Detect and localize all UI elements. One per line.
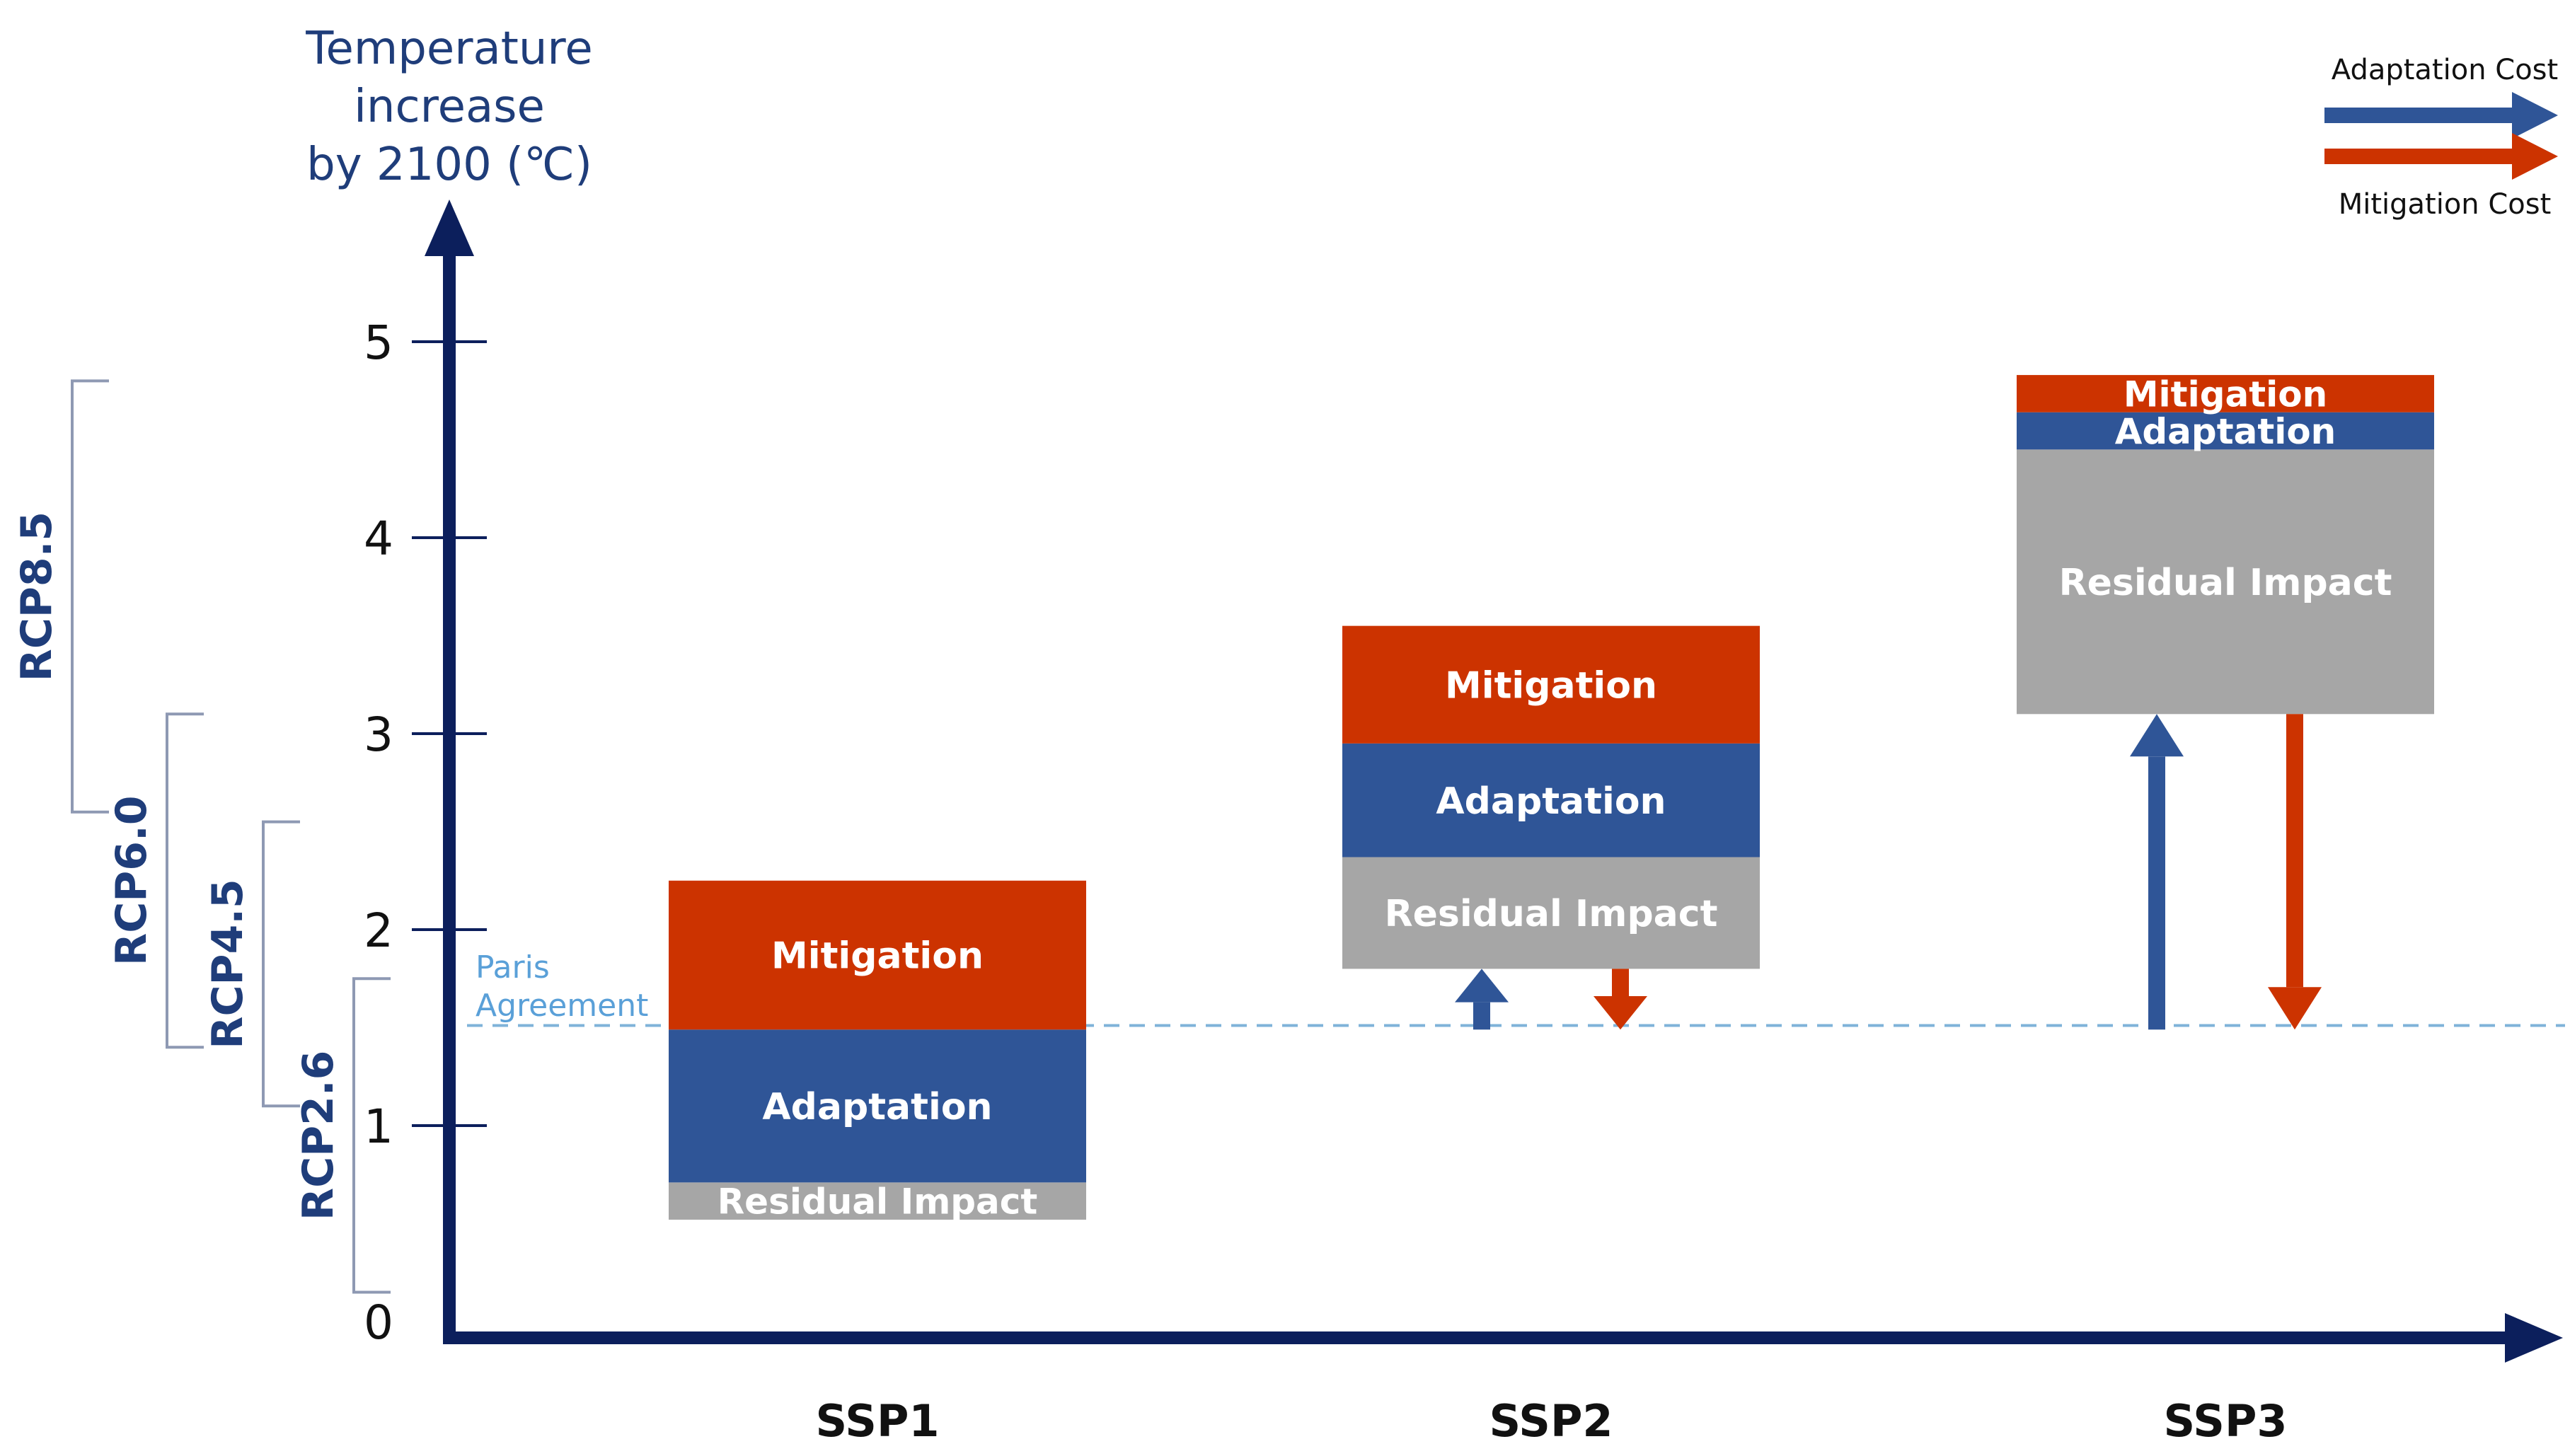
legend-adaptation-cost-label: Adaptation Cost	[2332, 54, 2558, 86]
paris-agreement-label-line-2: Agreement	[476, 988, 648, 1024]
y-tick-label: 5	[364, 316, 393, 370]
adaptation-label: Adaptation	[762, 1086, 992, 1128]
rcp-bracket	[262, 820, 300, 1108]
y-tick-label: 1	[364, 1099, 393, 1154]
y-tick-label: 4	[364, 512, 393, 566]
adaptation-segment	[669, 1029, 1086, 1183]
adaptation-cost-arrow-shaft	[2148, 756, 2165, 1030]
residual-impact-label: Residual Impact	[2059, 562, 2392, 604]
rcp-bracket	[166, 712, 204, 1049]
y-axis-arrowhead	[425, 200, 474, 256]
mitigation-segment	[669, 880, 1086, 1030]
adaptation-segment	[1342, 743, 1760, 857]
legend-mitigation-cost-arrow	[2324, 149, 2516, 164]
x-axis-categories: SSP1 SSP2 SSP3	[815, 1395, 2287, 1447]
category-label: SSP2	[1489, 1395, 1613, 1447]
adaptation-label: Adaptation	[2115, 411, 2336, 452]
y-axis-title-line-2: increase	[354, 81, 545, 133]
residual-impact-segment	[669, 1182, 1086, 1220]
rcp-label: RCP8.5	[12, 512, 62, 682]
rcp-label: RCP4.5	[203, 879, 253, 1049]
legend-adaptation-cost-arrowhead	[2512, 92, 2558, 139]
category-label: SSP1	[815, 1395, 939, 1447]
paris-agreement-label-line-1: Paris	[476, 949, 550, 986]
rcp-bracket	[71, 379, 109, 814]
axes	[425, 200, 2563, 1363]
mitigation-cost-arrowhead	[1594, 996, 1647, 1030]
rcp-label: RCP2.6	[294, 1051, 343, 1221]
legend-adaptation-cost-arrow	[2324, 108, 2516, 123]
mitigation-segment	[1342, 625, 1760, 744]
mitigation-cost-arrow-shaft	[1612, 969, 1629, 997]
residual-impact-label: Residual Impact	[1385, 893, 1718, 935]
mitigation-label: Mitigation	[1445, 664, 1657, 707]
mitigation-cost-arrow-shaft	[2286, 714, 2303, 988]
residual-impact-segment	[2017, 449, 2434, 715]
legend-mitigation-cost-arrowhead	[2512, 133, 2558, 180]
cost-arrows	[1455, 714, 2322, 1030]
residual-impact-segment	[1342, 857, 1760, 969]
adaptation-label: Adaptation	[1436, 780, 1666, 823]
rcp-label: RCP6.0	[107, 796, 156, 966]
legend-mitigation-cost-label: Mitigation Cost	[2339, 188, 2552, 221]
y-axis-title-line-1: Temperature	[305, 23, 592, 75]
paris-agreement-reference: Paris Agreement	[467, 949, 2565, 1027]
adaptation-cost-arrow-shaft	[1473, 1002, 1490, 1030]
stacked-bars: Residual ImpactAdaptationMitigationResid…	[669, 374, 2434, 1223]
adaptation-cost-arrowhead	[1455, 969, 1509, 1003]
y-tick-label: 0	[364, 1295, 393, 1350]
y-tick-label: 2	[364, 903, 393, 958]
mitigation-label: Mitigation	[771, 935, 984, 978]
x-axis-arrowhead	[2505, 1313, 2563, 1363]
mitigation-label: Mitigation	[2124, 374, 2327, 415]
legend: Adaptation Cost Mitigation Cost	[2324, 54, 2558, 221]
y-tick-label: 3	[364, 707, 393, 762]
adaptation-cost-arrowhead	[2130, 714, 2184, 757]
residual-impact-label: Residual Impact	[718, 1181, 1038, 1223]
mitigation-cost-arrowhead	[2268, 987, 2322, 1030]
y-axis-ticks: 0 1 2 3 4 5	[364, 316, 487, 1350]
category-label: SSP3	[2163, 1395, 2287, 1447]
rcp-bracket	[352, 977, 391, 1294]
mitigation-segment	[2017, 375, 2434, 412]
y-axis-title-line-3: by 2100 (℃)	[306, 139, 592, 191]
adaptation-segment	[2017, 412, 2434, 450]
